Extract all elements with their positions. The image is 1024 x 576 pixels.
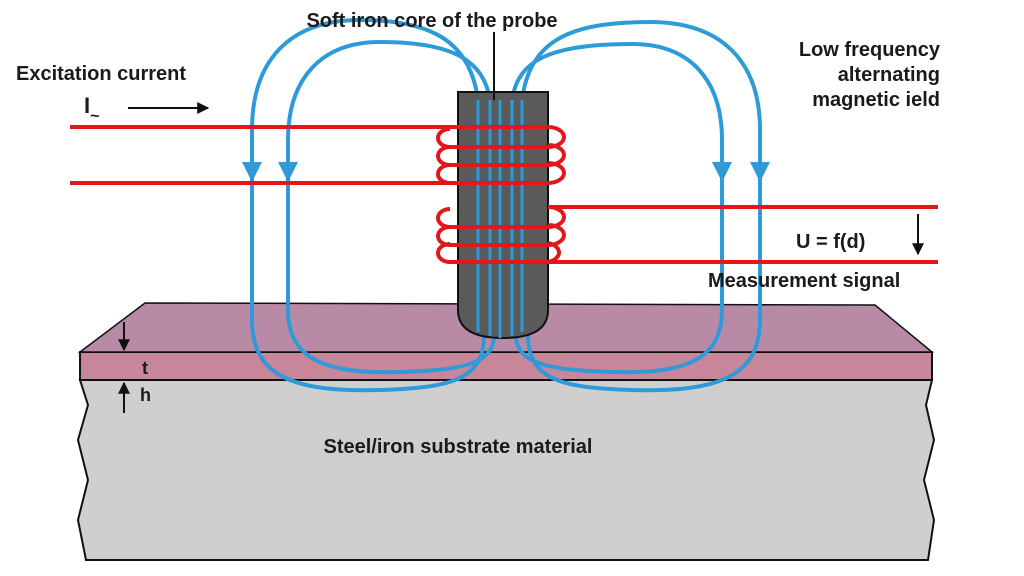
field-label-line1: Low frequency — [799, 39, 941, 61]
substrate-label: Steel/iron substrate material — [324, 436, 593, 458]
measurement-signal-label: Measurement signal — [708, 270, 900, 292]
measurement-coil — [436, 205, 938, 264]
probe-core — [457, 91, 549, 340]
field-label-line2: alternating — [838, 64, 940, 86]
height-label: h — [140, 385, 151, 405]
substrate-block — [76, 379, 936, 561]
field-lines-right — [510, 19, 770, 393]
current-symbol: I~ — [84, 93, 99, 125]
thickness-label: t — [142, 358, 148, 378]
excitation-label: Excitation current — [16, 63, 186, 85]
field-label-line3: magnetic ield — [812, 89, 940, 111]
field-lines-left — [242, 17, 496, 393]
probe-core-label: Soft iron core of the probe — [306, 10, 557, 32]
excitation-coil — [70, 125, 566, 185]
signal-formula: U = f(d) — [796, 231, 865, 253]
